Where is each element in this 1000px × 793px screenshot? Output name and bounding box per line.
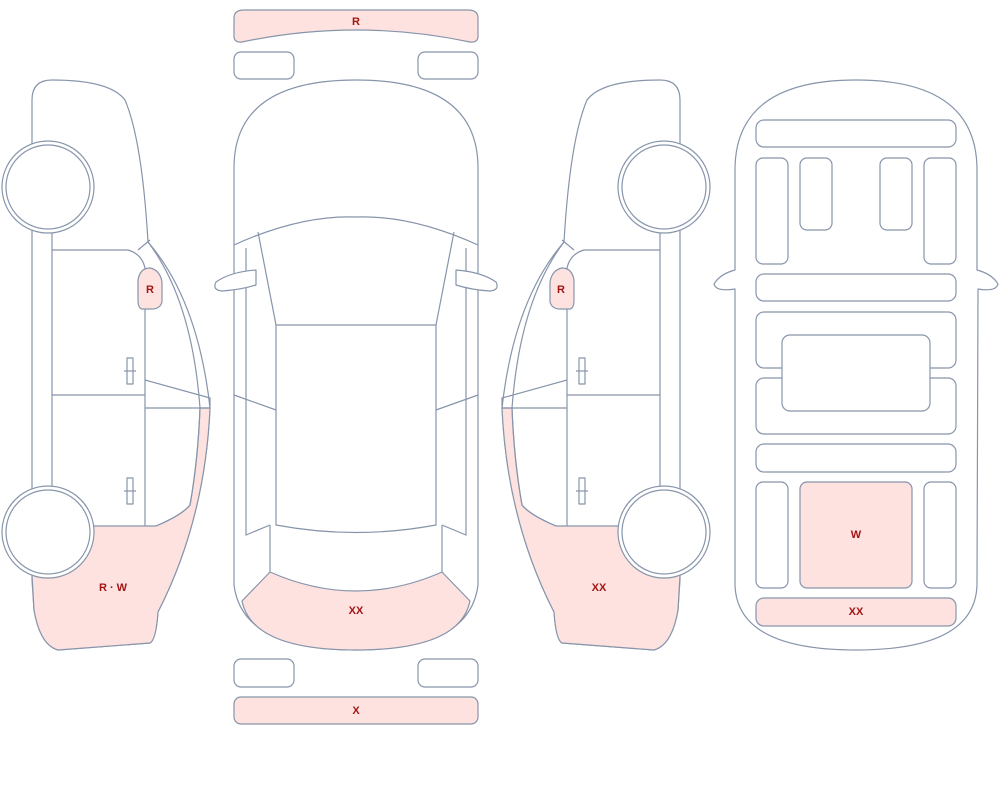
rear-window-trunk[interactable] bbox=[241, 571, 471, 651]
front-bumper[interactable] bbox=[233, 9, 479, 43]
left-rear-door-panel[interactable] bbox=[755, 481, 789, 589]
right-rear-quarter-label: XX bbox=[592, 582, 607, 594]
right-mirror-top[interactable] bbox=[455, 269, 498, 292]
rear-bumper-label: X bbox=[352, 705, 360, 717]
rear-bumper[interactable] bbox=[233, 696, 479, 725]
left-front-door-panel[interactable] bbox=[755, 157, 789, 265]
interior-rear-floor-label: W bbox=[851, 529, 862, 541]
right-front-door-panel[interactable] bbox=[923, 157, 957, 265]
right-headlight[interactable] bbox=[417, 51, 479, 80]
hood[interactable] bbox=[233, 216, 479, 246]
left-side-view: R R · W bbox=[1, 79, 211, 651]
rear-seat[interactable] bbox=[755, 443, 957, 473]
right-front-wheel[interactable] bbox=[617, 140, 711, 234]
right-front-seat[interactable] bbox=[879, 157, 913, 231]
left-headlight[interactable] bbox=[233, 51, 295, 80]
right-rear-door-panel[interactable] bbox=[923, 481, 957, 589]
left-rear-wheel[interactable] bbox=[1, 485, 95, 579]
left-mirror[interactable] bbox=[137, 267, 163, 310]
top-view: R XX X bbox=[214, 9, 498, 725]
right-side-view: R XX bbox=[501, 79, 711, 651]
right-mirror[interactable] bbox=[549, 267, 575, 310]
rear-cargo-floor[interactable] bbox=[799, 481, 913, 589]
interior-view: W XX bbox=[713, 79, 999, 651]
front-bumper-label: R bbox=[352, 16, 360, 28]
left-front-seat[interactable] bbox=[799, 157, 833, 231]
left-front-wheel[interactable] bbox=[1, 140, 95, 234]
interior-rear-panel-label: XX bbox=[849, 606, 864, 618]
left-taillight[interactable] bbox=[233, 658, 295, 688]
rear-cargo-panel[interactable] bbox=[755, 597, 957, 627]
right-rear-wheel[interactable] bbox=[617, 485, 711, 579]
front-console[interactable] bbox=[755, 273, 957, 302]
right-taillight[interactable] bbox=[417, 658, 479, 688]
left-mirror-label: R bbox=[146, 284, 154, 296]
roof[interactable] bbox=[275, 325, 437, 534]
left-mirror-top[interactable] bbox=[214, 269, 257, 292]
left-rear-quarter-label: R · W bbox=[99, 582, 128, 594]
dashboard[interactable] bbox=[755, 119, 957, 148]
center-console[interactable] bbox=[781, 334, 931, 412]
rear-top-label: XX bbox=[349, 605, 364, 617]
right-mirror-label: R bbox=[557, 284, 565, 296]
